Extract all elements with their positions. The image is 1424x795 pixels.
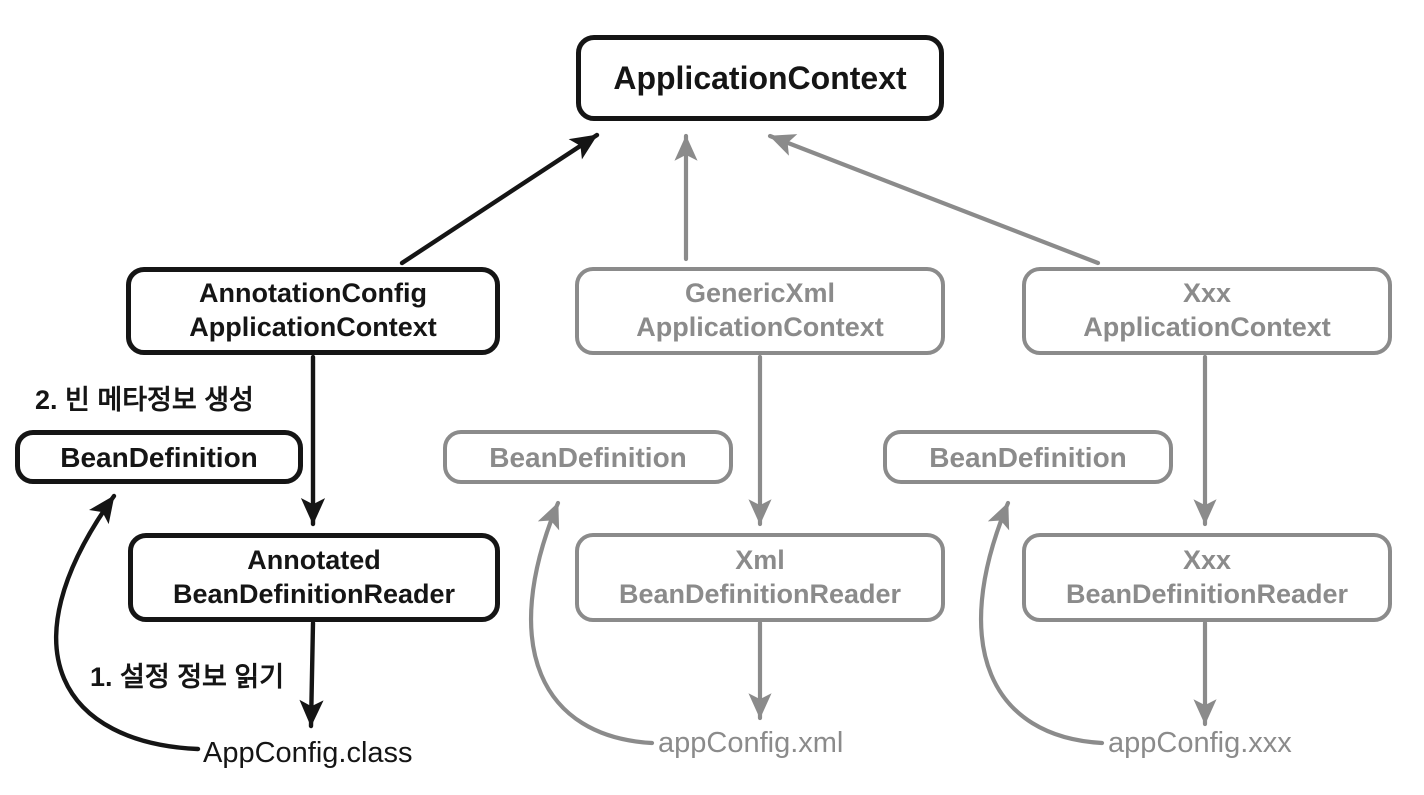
box-xml-beandefinitionreader: Xml BeanDefinitionReader: [575, 533, 945, 622]
reader-line1: Xml: [735, 544, 785, 575]
arrow-appconfigxml-to-beandefinition: [528, 500, 655, 746]
box-application-context-label: ApplicationContext: [613, 60, 907, 96]
context-line1: Xxx: [1182, 278, 1232, 309]
reader-line2: BeanDefinitionReader: [618, 578, 902, 609]
beandefinition-label: BeanDefinition: [489, 441, 687, 473]
arrow-annotationconfig-to-applicationcontext: [399, 132, 600, 266]
box-annotationconfig-applicationcontext: AnnotationConfig ApplicationContext: [126, 267, 500, 355]
context-line1: AnnotationConfig: [199, 278, 427, 309]
context-line2: ApplicationContext: [636, 312, 884, 342]
reader-line1: Xxx: [1182, 544, 1232, 575]
box-beandefinition-annotation: BeanDefinition: [15, 430, 303, 484]
box-beandefinition-xml: BeanDefinition: [443, 430, 733, 484]
beandefinition-label: BeanDefinition: [929, 441, 1127, 473]
label-step1-read-config-info: 1. 설정 정보 읽기: [90, 662, 285, 692]
arrow-appconfigclass-to-beandefinition: [54, 493, 201, 752]
box-xxx-beandefinitionreader: Xxx BeanDefinitionReader: [1022, 533, 1392, 622]
label-appconfig-xxx: appConfig.xxx: [1108, 727, 1292, 759]
box-annotated-beandefinitionreader: Annotated BeanDefinitionReader: [128, 533, 500, 622]
box-xxx-applicationcontext: Xxx ApplicationContext: [1022, 267, 1392, 355]
box-application-context: ApplicationContext: [576, 35, 944, 121]
reader-line1: Annotated: [247, 544, 381, 575]
label-appconfig-xml: appConfig.xml: [658, 727, 844, 759]
box-beandefinition-xxx: BeanDefinition: [883, 430, 1173, 484]
reader-line2: BeanDefinitionReader: [172, 578, 456, 609]
label-appconfig-class: AppConfig.class: [203, 737, 413, 769]
beandefinition-label: BeanDefinition: [60, 441, 258, 473]
arrow-appconfigxxx-to-beandefinition: [978, 500, 1105, 746]
arrow-annotatedreader-to-appconfigclass: [299, 620, 324, 729]
context-line2: ApplicationContext: [1083, 312, 1331, 342]
box-genericxml-applicationcontext: GenericXml ApplicationContext: [575, 267, 945, 355]
reader-line2: BeanDefinitionReader: [1065, 578, 1349, 609]
context-line1: GenericXml: [684, 278, 836, 309]
context-line2: ApplicationContext: [189, 312, 437, 342]
label-step2-create-bean-metadata: 2. 빈 메타정보 생성: [35, 385, 254, 415]
arrow-xxxcontext-to-applicationcontext: [767, 133, 1101, 266]
